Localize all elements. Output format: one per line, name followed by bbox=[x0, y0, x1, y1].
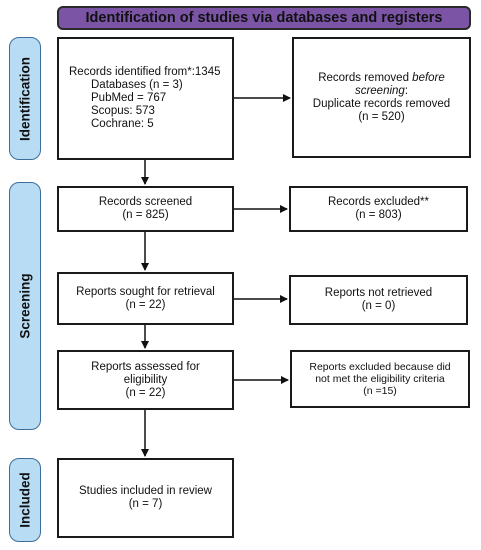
records-removed-line4: (n = 520) bbox=[358, 110, 405, 123]
reports-sought-count: (n = 22) bbox=[125, 298, 166, 311]
box-reports-assessed: Reports assessed for eligibility (n = 22… bbox=[57, 350, 234, 410]
reports-excluded-line: Reports excluded because did bbox=[309, 361, 451, 373]
reports-assessed-label: eligibility bbox=[123, 373, 168, 386]
box-records-removed: Records removed before screening: Duplic… bbox=[292, 37, 471, 158]
section-included: Included bbox=[9, 458, 41, 542]
records-excluded-count: (n = 803) bbox=[355, 209, 402, 221]
reports-sought-label: Reports sought for retrieval bbox=[76, 285, 215, 298]
records-identified-line: Databases (n = 3) bbox=[91, 79, 183, 91]
studies-included-label: Studies included in review bbox=[79, 485, 212, 497]
box-studies-included: Studies included in review (n = 7) bbox=[57, 458, 234, 538]
reports-excluded-count: (n =15) bbox=[363, 385, 397, 397]
records-identified-title: Records identified from*:1345 bbox=[69, 66, 221, 78]
section-screening: Screening bbox=[9, 182, 41, 430]
records-excluded-label: Records excluded** bbox=[327, 196, 429, 208]
reports-excluded-line: not met the eligibility criteria bbox=[315, 373, 445, 385]
box-reports-sought: Reports sought for retrieval (n = 22) bbox=[57, 272, 234, 325]
reports-not-retrieved-label: Reports not retrieved bbox=[324, 287, 433, 299]
section-identification: Identification bbox=[9, 37, 41, 160]
box-records-screened: Records screened (n = 825) bbox=[57, 186, 234, 232]
records-identified-line: Cochrane: 5 bbox=[91, 118, 154, 130]
records-identified-line: PubMed = 767 bbox=[91, 92, 167, 104]
box-records-identified: Records identified from*:1345 Databases … bbox=[57, 37, 234, 160]
box-records-excluded: Records excluded** (n = 803) bbox=[289, 186, 468, 232]
reports-assessed-label: Reports assessed for bbox=[91, 360, 200, 373]
diagram-header: Identification of studies via databases … bbox=[57, 6, 471, 30]
studies-included-count: (n = 7) bbox=[128, 498, 163, 510]
records-identified-line: Scopus: 573 bbox=[91, 105, 155, 117]
reports-not-retrieved-count: (n = 0) bbox=[361, 300, 396, 312]
records-removed-line3: Duplicate records removed bbox=[312, 97, 451, 110]
box-reports-not-retrieved: Reports not retrieved (n = 0) bbox=[289, 275, 468, 325]
records-removed-line1: Records removed before bbox=[318, 71, 445, 84]
records-screened-label: Records screened bbox=[98, 196, 193, 208]
reports-assessed-count: (n = 22) bbox=[125, 386, 166, 399]
box-reports-excluded: Reports excluded because did not met the… bbox=[290, 350, 470, 408]
records-screened-count: (n = 825) bbox=[122, 209, 169, 221]
records-removed-line2: screening: bbox=[354, 84, 409, 97]
